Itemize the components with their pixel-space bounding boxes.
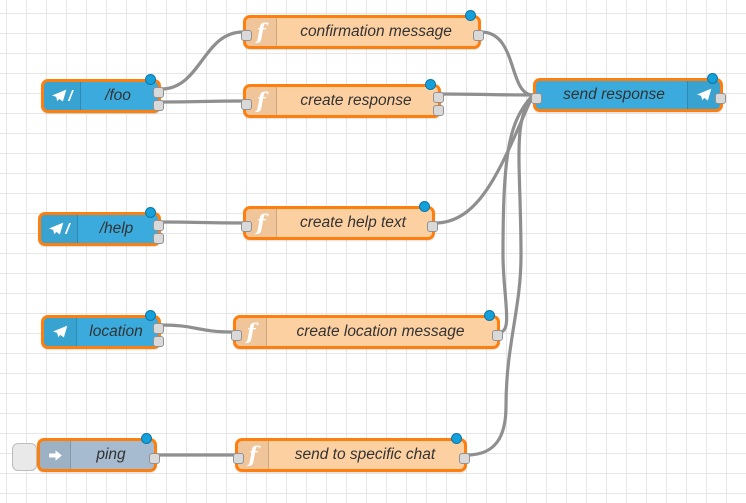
node-label: location [89, 323, 143, 340]
input-port[interactable] [230, 329, 242, 341]
node-label: ping [96, 446, 126, 463]
node-foo-command[interactable]: / /foo [41, 73, 164, 113]
wire-location-to-create-location-message[interactable] [159, 323, 235, 334]
node-create-help-text[interactable]: f create help text [240, 200, 438, 240]
wire-create-location-message-to-send-response[interactable] [498, 94, 534, 334]
output-port-2[interactable] [432, 104, 444, 116]
node-label: confirmation message [300, 23, 452, 40]
telegram-icon [44, 318, 77, 346]
wire-help-to-create-help-text[interactable] [159, 220, 245, 225]
input-port[interactable] [530, 92, 542, 104]
node-label: /help [99, 220, 134, 237]
changed-indicator [144, 73, 156, 85]
input-port[interactable] [240, 98, 252, 110]
output-port[interactable] [426, 220, 438, 232]
input-port[interactable] [240, 220, 252, 232]
function-icon-glyph: f [256, 209, 266, 235]
wire-create-response-to-send-response[interactable] [439, 92, 535, 97]
node-send-response[interactable]: send response [530, 72, 726, 112]
output-port-1[interactable] [432, 91, 444, 103]
function-icon-glyph: f [256, 18, 266, 44]
node-ping-inject[interactable]: ping [12, 432, 160, 472]
node-location-receiver[interactable]: location [41, 309, 164, 349]
output-port-1[interactable] [152, 219, 164, 231]
paper-plane-icon [49, 222, 64, 235]
wire-send-to-specific-chat-to-send-response[interactable] [465, 95, 534, 457]
function-icon: f [246, 18, 277, 46]
node-help-command[interactable]: / /help [38, 206, 164, 246]
function-icon: f [246, 87, 277, 115]
inject-arrow-icon [40, 441, 71, 469]
output-port-2[interactable] [152, 99, 164, 111]
node-confirmation-message[interactable]: f confirmation message [240, 9, 484, 49]
input-port[interactable] [240, 29, 252, 41]
node-label: send to specific chat [294, 446, 436, 463]
changed-indicator [483, 309, 495, 321]
wire-foo-to-create-response[interactable] [159, 99, 245, 104]
wire-confirmation-message-to-send-response[interactable] [479, 30, 535, 97]
arrow-right-icon [48, 449, 62, 461]
changed-indicator [464, 9, 476, 21]
changed-indicator [144, 309, 156, 321]
node-create-response[interactable]: f create response [240, 78, 444, 118]
output-port[interactable] [714, 92, 726, 104]
command-slash-glyph: / [65, 220, 70, 238]
output-port-2[interactable] [152, 232, 164, 244]
node-send-to-specific-chat[interactable]: f send to specific chat [232, 432, 470, 472]
function-icon: f [238, 441, 269, 469]
changed-indicator [424, 78, 436, 90]
node-label: create response [300, 92, 412, 109]
output-port[interactable] [472, 29, 484, 41]
changed-indicator [144, 206, 156, 218]
paper-plane-icon [697, 88, 712, 101]
output-port[interactable] [491, 329, 503, 341]
changed-indicator [140, 432, 152, 444]
function-icon-glyph: f [246, 318, 256, 344]
changed-indicator [418, 200, 430, 212]
paper-plane-icon [52, 89, 67, 102]
node-label: create location message [296, 323, 465, 340]
telegram-command-icon: / [41, 215, 78, 243]
inject-button[interactable] [12, 443, 37, 471]
changed-indicator [706, 72, 718, 84]
wire-foo-to-confirmation-message[interactable] [159, 30, 245, 91]
output-port[interactable] [458, 452, 470, 464]
telegram-command-icon: / [44, 82, 81, 110]
input-port[interactable] [232, 452, 244, 464]
node-label: /foo [105, 87, 131, 104]
node-create-location-message[interactable]: f create location message [230, 309, 503, 349]
output-port-2[interactable] [152, 335, 164, 347]
node-label: send response [563, 86, 665, 103]
output-port-1[interactable] [152, 322, 164, 334]
function-icon-glyph: f [248, 441, 258, 467]
output-port[interactable] [148, 452, 160, 464]
function-icon-glyph: f [256, 87, 266, 113]
paper-plane-icon [53, 325, 68, 338]
command-slash-glyph: / [68, 87, 73, 105]
node-label: create help text [300, 214, 406, 231]
output-port-1[interactable] [152, 86, 164, 98]
changed-indicator [450, 432, 462, 444]
